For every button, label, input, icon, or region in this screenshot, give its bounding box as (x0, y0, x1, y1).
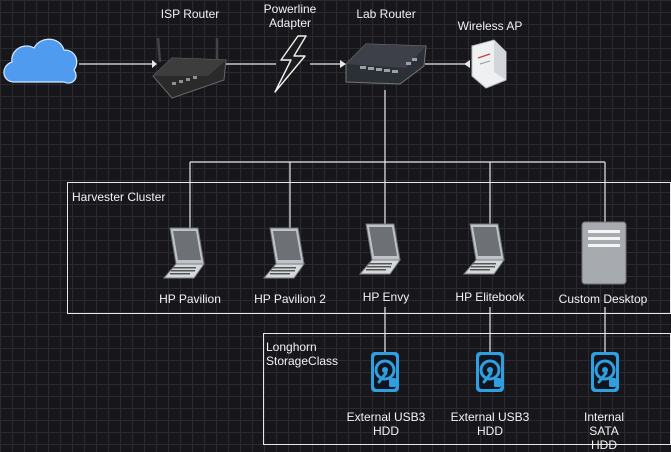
storage-title: Longhorn StorageClass (266, 340, 339, 368)
cluster-title: Harvester Cluster (72, 190, 166, 204)
disk-label: External USB3 HDD (450, 410, 530, 438)
node-label: HP Pavilion 2 (254, 292, 326, 306)
connector-lines (79, 63, 606, 352)
lab-router-icon (345, 43, 427, 85)
node-label: Custom Desktop (558, 292, 648, 306)
wireless-ap-label: Wireless AP (457, 19, 523, 33)
isp-router-label: ISP Router (160, 7, 220, 21)
disk-label: External USB3 HDD (346, 410, 426, 438)
internet-cloud-icon (3, 38, 78, 84)
wireless-ap-icon (471, 39, 507, 89)
node-label: HP Envy (362, 290, 410, 304)
isp-router-icon (152, 37, 227, 99)
node-label: HP Elitebook (455, 290, 525, 304)
node-label: HP Pavilion (159, 292, 221, 306)
powerline-adapter-label: Powerline Adapter (263, 2, 317, 30)
desktop-tower-icon (581, 221, 627, 285)
disk-label: Internal SATA HDD (583, 410, 625, 452)
lab-router-label: Lab Router (356, 7, 416, 21)
powerline-lightning-icon (274, 35, 307, 93)
